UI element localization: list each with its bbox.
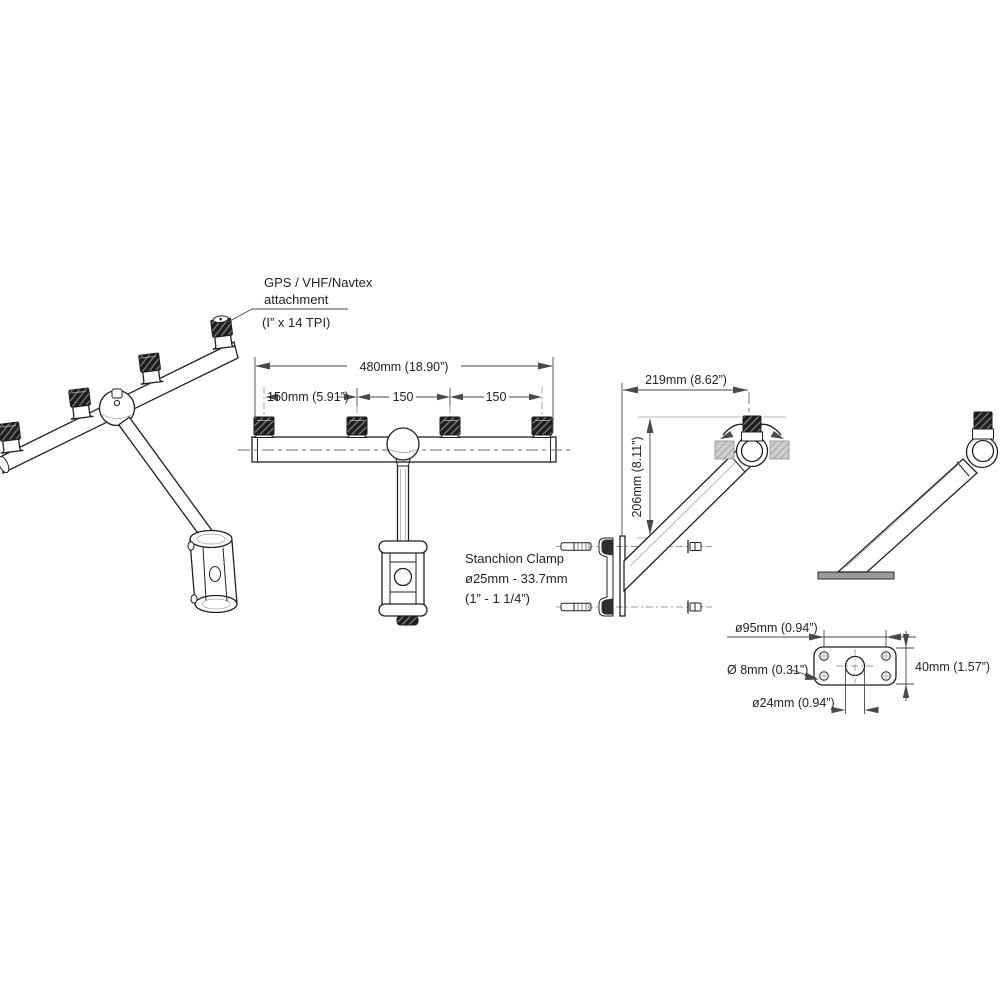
clamp-bottom-cap [378,603,428,617]
ghost-position-right [769,440,790,460]
support-tube-rear [836,458,978,573]
threaded-cap [346,416,368,436]
threaded-cap [439,416,461,436]
threaded-stub-rear [973,411,993,431]
deck-mount-view [817,411,999,580]
clamp-label-line1: Stanchion Clamp [465,551,564,566]
threaded-stub-side [742,415,762,434]
attachment-label-line1: GPS / VHF/Navtex [264,275,373,290]
spacing3-text: 150 [486,390,507,404]
reach-dimension-text: 219mm (8.62”) [645,373,727,387]
stanchion-clamp-front [378,540,428,626]
set-screw-upper [687,539,702,554]
clamp-bolt-lower [560,602,592,612]
stanchion-clamp-isometric [187,529,238,614]
clamp-bolt-top [187,541,195,551]
clamp-bolt-upper [560,542,592,551]
clamp-lower-stub [396,615,419,626]
threaded-cap [138,352,161,373]
attachment-label-line2: attachment [264,292,329,307]
leader-line [227,308,348,323]
height-dimension: 206mm (8.11”) [630,416,786,539]
rail-end-cap [0,455,10,474]
hole-spacing-dimension: ø95mm (0.94”) [727,621,916,649]
corner-hole-text: Ø 8mm (0.31”) [727,663,808,677]
front-view: 480mm (18.90”) 150mm (5.91”) 150 150 [238,357,570,626]
plate-width-dimension: 40mm (1.57”) [896,631,990,701]
spacing-dimension-chain: 150mm (5.91”) 150 150 [263,387,543,431]
attachment-thread-spec: (I” x 14 TPI) [262,315,330,330]
deck-plate [817,571,895,580]
clamp-jaw [598,537,614,617]
clamp-bolt-bottom [190,594,198,604]
antenna-stub-front-1 [253,416,275,438]
clamp-hole [209,566,221,582]
clamp-top-cap [378,540,428,554]
set-screw-lower [687,600,702,614]
isometric-view: GPS / VHF/Navtex attachment (I” x 14 TPI… [0,275,373,614]
threaded-cap [253,416,275,436]
corner-hole-br [879,669,893,683]
center-hole-text: ø24mm (0.94”) [752,696,835,710]
threaded-cap [0,421,21,442]
antenna-stub-3 [138,352,164,385]
ball-joint-front [386,427,420,461]
support-arm [117,416,215,541]
base-plate-plan-view: ø95mm (0.94”) [727,621,990,714]
overall-width-dimension: 480mm (18.90”) [254,357,554,433]
threaded-cap [531,416,553,436]
ghost-position-left [714,440,735,460]
antenna-stub-front-3 [439,416,461,438]
plate-width-text: 40mm (1.57”) [915,660,990,674]
reach-dimension: 219mm (8.62”) [621,373,750,535]
ball-pin [111,388,123,399]
corner-hole-bl [817,669,831,683]
corner-hole-dimension: Ø 8mm (0.31”) [727,663,819,680]
stub-collar-rear [972,428,994,440]
antenna-stub-2 [68,387,94,420]
clamp-label-line3: (1” - 1 1/4”) [465,591,530,606]
stub-collar-side [741,431,763,442]
antenna-stub-front-2 [346,416,368,438]
corner-hole-tr [879,649,893,663]
overall-width-text: 480mm (18.90”) [360,360,449,374]
antenna-stub-1 [0,421,24,454]
clamp-bottom-ring [194,594,238,614]
spacing1-text: 150mm (5.91”) [267,390,349,404]
antenna-stub-4 [210,315,236,350]
clamp-label-line2: ø25mm - 33.7mm [465,571,568,586]
corner-hole-tl [817,649,831,663]
hole-spacing-text: ø95mm (0.94”) [735,621,818,635]
center-hole-dimension: ø24mm (0.94”) [752,669,879,714]
side-view: 219mm (8.62”) 206mm (8.11”) [556,373,790,617]
antenna-stub-front-4 [531,416,553,438]
clamp-bolt-hole [393,567,413,587]
threaded-cap [68,387,91,408]
clamp-top-ring [189,529,233,549]
spacing2-text: 150 [393,390,414,404]
height-dimension-text: 206mm (8.11”) [630,436,644,517]
